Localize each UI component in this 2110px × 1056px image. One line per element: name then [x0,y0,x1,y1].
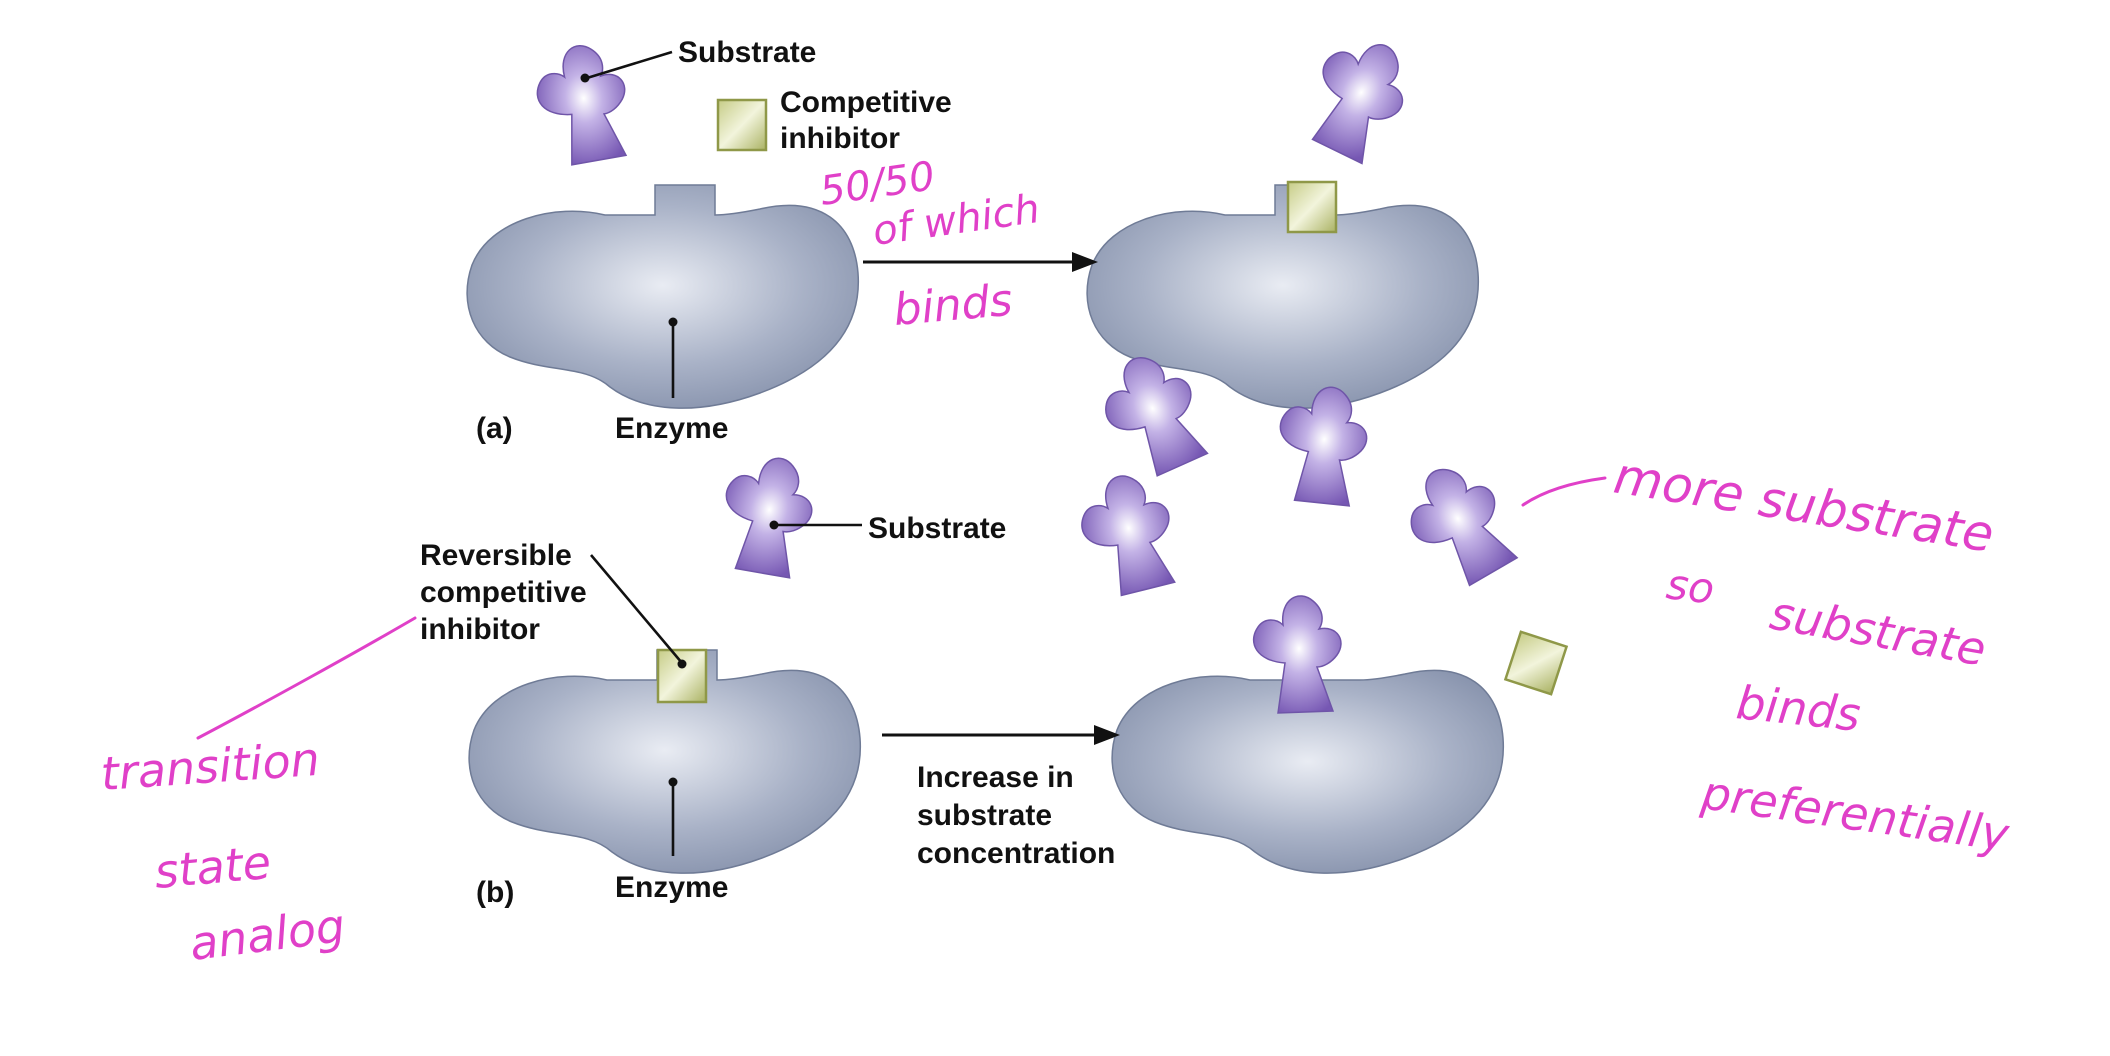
enzyme-b-label: Enzyme [615,871,728,904]
enzyme-a-left [466,184,860,409]
note-a-line-3: binds [892,275,1015,336]
inhibitor-b-pointer-dot [677,659,687,669]
note-b-line-3: substrate [1766,586,1990,677]
note-left-line-3: analog [187,898,348,971]
note-left-leader-line [196,616,417,740]
enzyme-a-label: Enzyme [615,412,728,445]
inhibitor-b-label-1: Reversible [420,539,572,572]
inhibitor-a-label-1: Competitive [780,86,952,119]
inhibitor-b-label-3: inhibitor [420,613,540,646]
inhibitor-b-label-2: competitive [420,576,587,609]
panel-a: Substrate Competitive inhibitor Enzyme (… [466,23,1480,445]
note-b-line-4: binds [1734,675,1863,742]
reversible-inhibitor-free [1503,630,1569,696]
note-b-line-2: so [1664,559,1717,613]
note-left-line-2: state [152,835,273,899]
substrate-b-label: Substrate [868,512,1006,545]
arrow-b-label-2: substrate [917,799,1052,832]
excess-substrate-3 [1072,467,1184,602]
panel-b: Substrate Reversible competitive inhibit… [420,343,1569,909]
excess-substrate-4 [1392,451,1526,598]
substrate-a-label: Substrate [678,36,816,69]
substrate-a-right [1290,23,1424,170]
substrate-a-pointer-dot [580,73,590,83]
substrate-b-pointer-dot [769,520,779,530]
enzyme-a-pointer-dot [668,317,678,327]
substrate-a-pointer [586,50,673,80]
competitive-inhibitor-free [716,98,768,152]
reaction-arrow-b-head [1094,725,1120,745]
competitive-inhibitor-bound [1286,180,1338,234]
substrate-b-left [710,448,823,583]
panel-a-marker: (a) [476,412,513,445]
panel-b-marker: (b) [476,876,514,909]
note-b-leader-line [1521,476,1607,507]
inhibitor-a-label-2: inhibitor [780,122,900,155]
arrow-b-label-1: Increase in [917,761,1074,794]
reversible-inhibitor-bound [656,648,708,704]
reaction-arrow-a-head [1072,252,1098,272]
note-b-line-5: preferentially [1697,765,2012,862]
enzyme-b-pointer-dot [668,777,678,787]
note-left-line-1: transition [99,732,321,801]
inhibitor-b-pointer [590,554,683,664]
note-b-line-1: more substrate [1610,447,1998,564]
substrate-a-left [530,39,635,170]
arrow-b-label-3: concentration [917,837,1115,870]
